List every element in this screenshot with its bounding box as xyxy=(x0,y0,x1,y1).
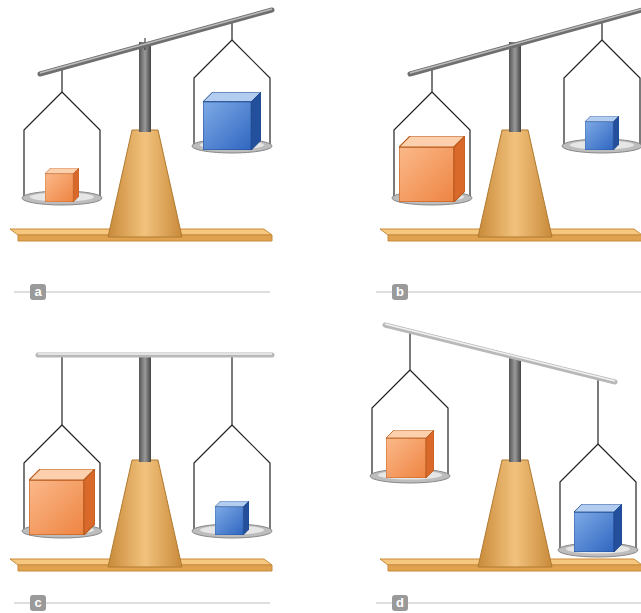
panel-letter: a xyxy=(30,284,46,300)
panel-letter: b xyxy=(392,284,408,300)
panel-letter: d xyxy=(392,595,408,611)
panel-letter: c xyxy=(30,595,46,611)
